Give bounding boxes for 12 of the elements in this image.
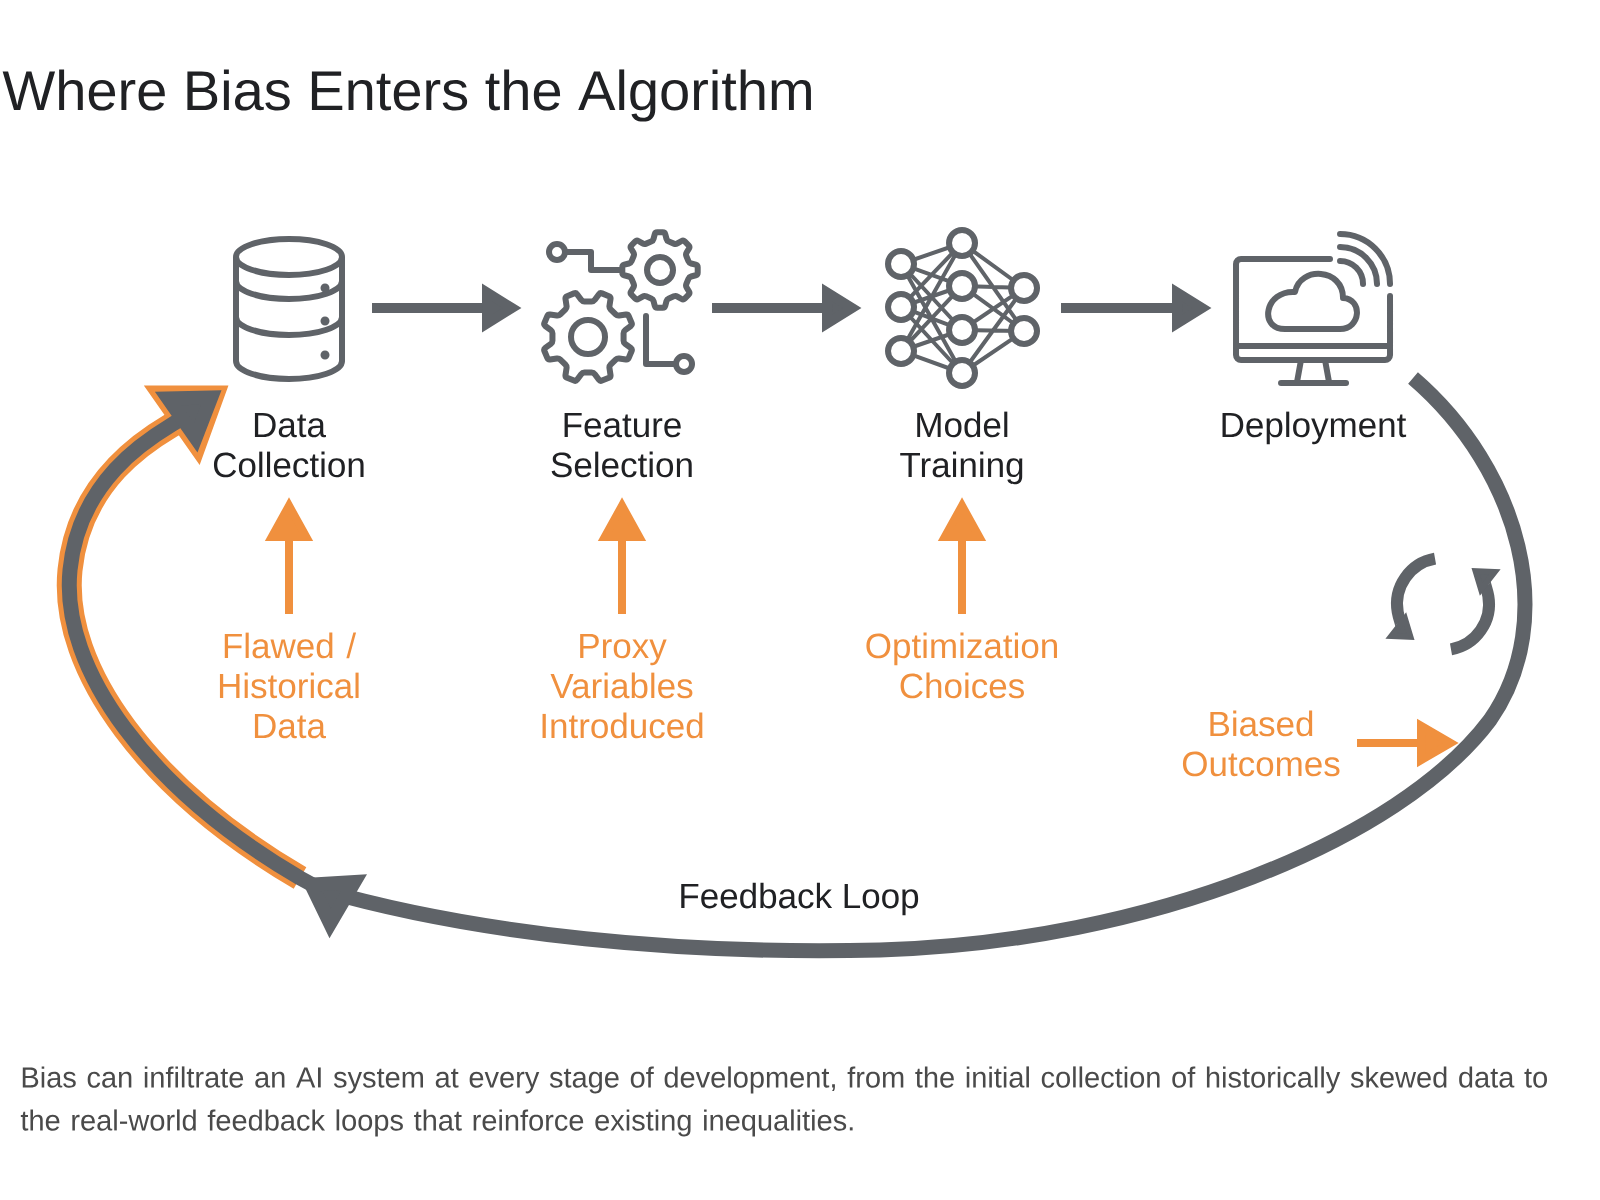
stage-label: Data Collection — [213, 412, 364, 478]
bias-source-label: Proxy Variables Introduced — [542, 633, 703, 739]
stage-label: Deployment — [1222, 411, 1407, 445]
bias-source-label: Flawed / Historical Data — [219, 632, 359, 739]
bias-source-label: Biased Outcomes — [1182, 710, 1340, 777]
stage-label: Feature Selection — [551, 412, 692, 478]
loop-arrow — [57, 372, 1533, 959]
bias-source-label: Optimization Choices — [866, 632, 1057, 699]
stage-label: Model Training — [900, 411, 1023, 485]
edge-label: Feedback Loop — [674, 878, 924, 920]
caption: Bias can infiltrate an AI system at every stage of development, from the initial collection of historically skewed data to the real-world feedback loops that reinforce existing inequalities. — [20, 1066, 1547, 1137]
title: Where Bias Enters the Algorithm — [2, 69, 811, 122]
